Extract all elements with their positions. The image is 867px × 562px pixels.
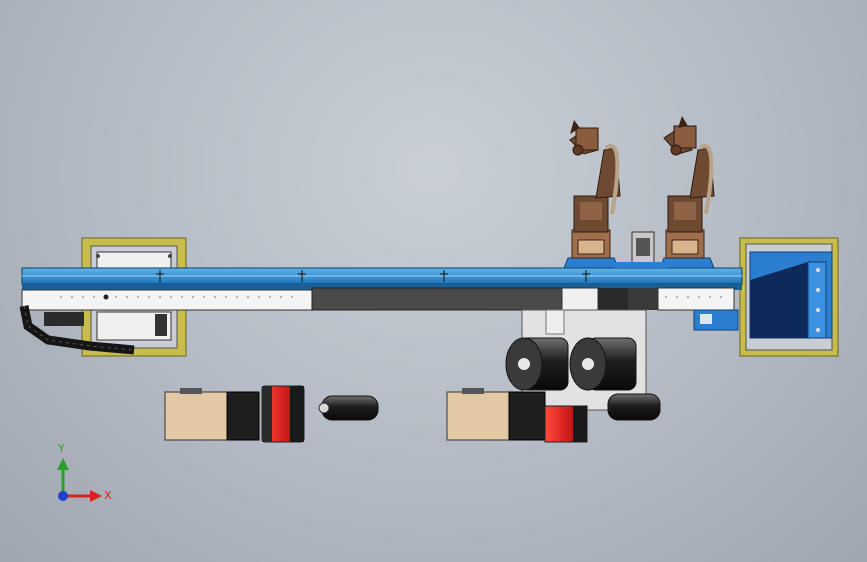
carriage-bracket <box>693 309 739 331</box>
welder-power-unit-right <box>446 388 546 441</box>
z-axis-dot <box>58 491 68 501</box>
gas-cylinder-large-2 <box>569 337 637 391</box>
robot-arm-1 <box>563 120 621 269</box>
wire-feeder-left <box>261 385 305 443</box>
gas-cylinder-small-left <box>318 395 379 421</box>
coordinate-triad: Y X <box>57 442 112 502</box>
gas-cylinder-large-1 <box>505 337 569 391</box>
y-axis-label: Y <box>57 442 65 455</box>
linear-rail <box>21 267 743 311</box>
robot-arm-2 <box>659 116 715 269</box>
left-fixture-frame <box>81 237 187 357</box>
wire-feeder-right <box>544 405 588 443</box>
welder-power-unit-left <box>164 388 260 441</box>
cable-drag-chain <box>19 305 135 355</box>
x-axis-label: X <box>104 489 112 502</box>
right-fixture-frame <box>739 237 839 357</box>
controller-box <box>614 231 670 268</box>
gas-cylinder-small-right <box>607 393 661 421</box>
